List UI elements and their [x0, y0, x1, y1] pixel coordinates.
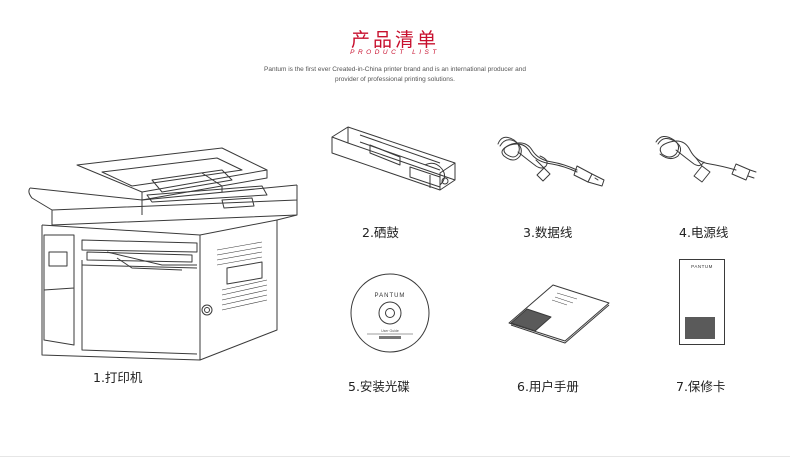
disc-brand-text: PANTUM [374, 293, 406, 299]
install-disc-illustration [349, 272, 431, 354]
warranty-card-illustration [679, 259, 725, 345]
description-line-2: provider of professional printing soluti… [335, 76, 455, 83]
page-title: 产品清单 [350, 29, 439, 51]
item-label-install-disc: 5.安装光碟 [348, 379, 410, 394]
item-label-data-cable: 3.数据线 [523, 225, 573, 240]
item-label-warranty-card: 7.保修卡 [676, 379, 726, 394]
page-subtitle: PRODUCT LIST [350, 49, 440, 56]
item-label-printer: 1.打印机 [93, 370, 143, 385]
usb-cable-illustration [492, 130, 612, 190]
printer-illustration [22, 140, 322, 360]
item-label-power-cable: 4.电源线 [679, 225, 729, 240]
user-manual-illustration [507, 283, 611, 343]
bottom-divider [0, 456, 790, 457]
disc-small-text: User Guide [381, 329, 399, 333]
item-label-user-manual: 6.用户手册 [517, 379, 579, 394]
warranty-card-brand-text: PANTUM [691, 264, 713, 269]
toner-cartridge-illustration [330, 125, 470, 205]
item-label-toner: 2.硒鼓 [362, 225, 399, 240]
description-line-1: Pantum is the first ever Created-in-Chin… [264, 66, 526, 73]
power-cable-illustration [650, 130, 760, 190]
